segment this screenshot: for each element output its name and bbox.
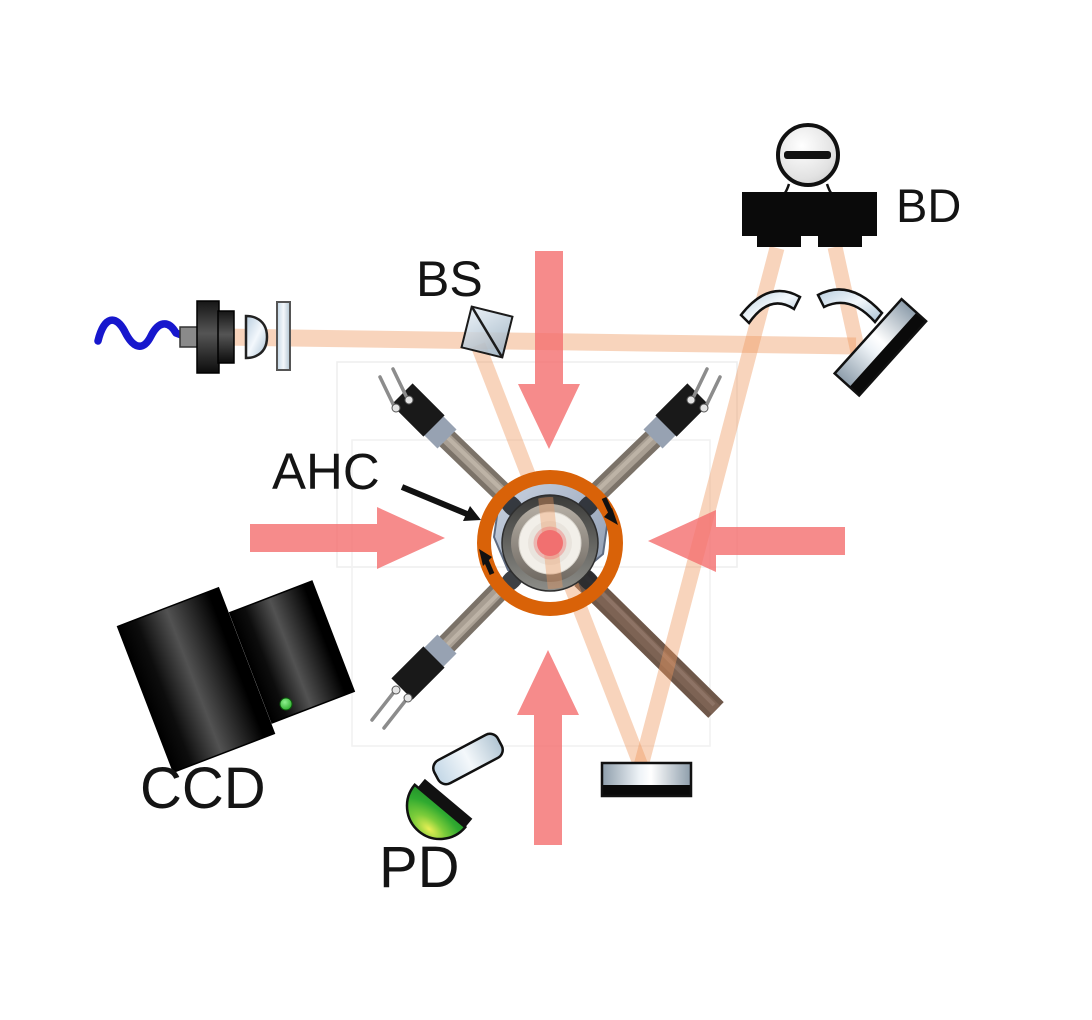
photodiode-lens <box>432 732 504 786</box>
balanced-detector <box>742 123 877 247</box>
photodiode <box>405 778 473 841</box>
mot-beam-arrows <box>250 251 845 845</box>
mot-beam-arrow-right <box>648 510 845 572</box>
feedthrough-rod-top-right <box>587 367 722 503</box>
fiber-cable <box>94 316 188 350</box>
anti-helmholtz-coil-ring <box>477 470 623 616</box>
label-camera: CCD <box>140 756 266 821</box>
mot-beam-arrow-top <box>518 251 580 449</box>
feedthrough-rod-top-left <box>378 367 513 503</box>
mirror-bottom <box>600 761 693 798</box>
mirror-angled <box>832 297 928 398</box>
waveplate <box>276 301 291 371</box>
collimator-body <box>196 300 220 374</box>
coil-current-arrows <box>479 496 618 575</box>
ahc-pointer-arrow <box>400 484 481 521</box>
feedthrough-rod-bottom-right <box>574 570 724 718</box>
mot-beam-arrow-bottom <box>517 650 579 845</box>
label-beam-splitter: BS <box>416 251 483 307</box>
bd-housing <box>742 192 877 236</box>
beam-splitter-cube <box>460 305 514 359</box>
detector-lens-left <box>739 289 802 325</box>
bd-knob-slot <box>784 151 831 159</box>
collimation-lens <box>244 314 269 360</box>
label-beam-detector: BD <box>896 179 962 232</box>
camera-led <box>279 697 293 711</box>
label-anti-helmholtz-coil: AHC <box>272 443 380 500</box>
label-photodiode: PD <box>379 835 460 900</box>
detector-lens-right <box>816 288 884 324</box>
atom-cloud <box>537 530 563 556</box>
feedthrough-rod-bottom-left <box>370 582 508 730</box>
collimator-front <box>217 310 235 364</box>
vacuum-chamber <box>477 470 623 616</box>
ccd-camera <box>116 580 356 774</box>
mot-beam-arrow-left <box>250 507 445 569</box>
fiber-collimator-assembly <box>94 300 291 374</box>
beam-bottom-mirror-to-detector <box>633 246 785 768</box>
